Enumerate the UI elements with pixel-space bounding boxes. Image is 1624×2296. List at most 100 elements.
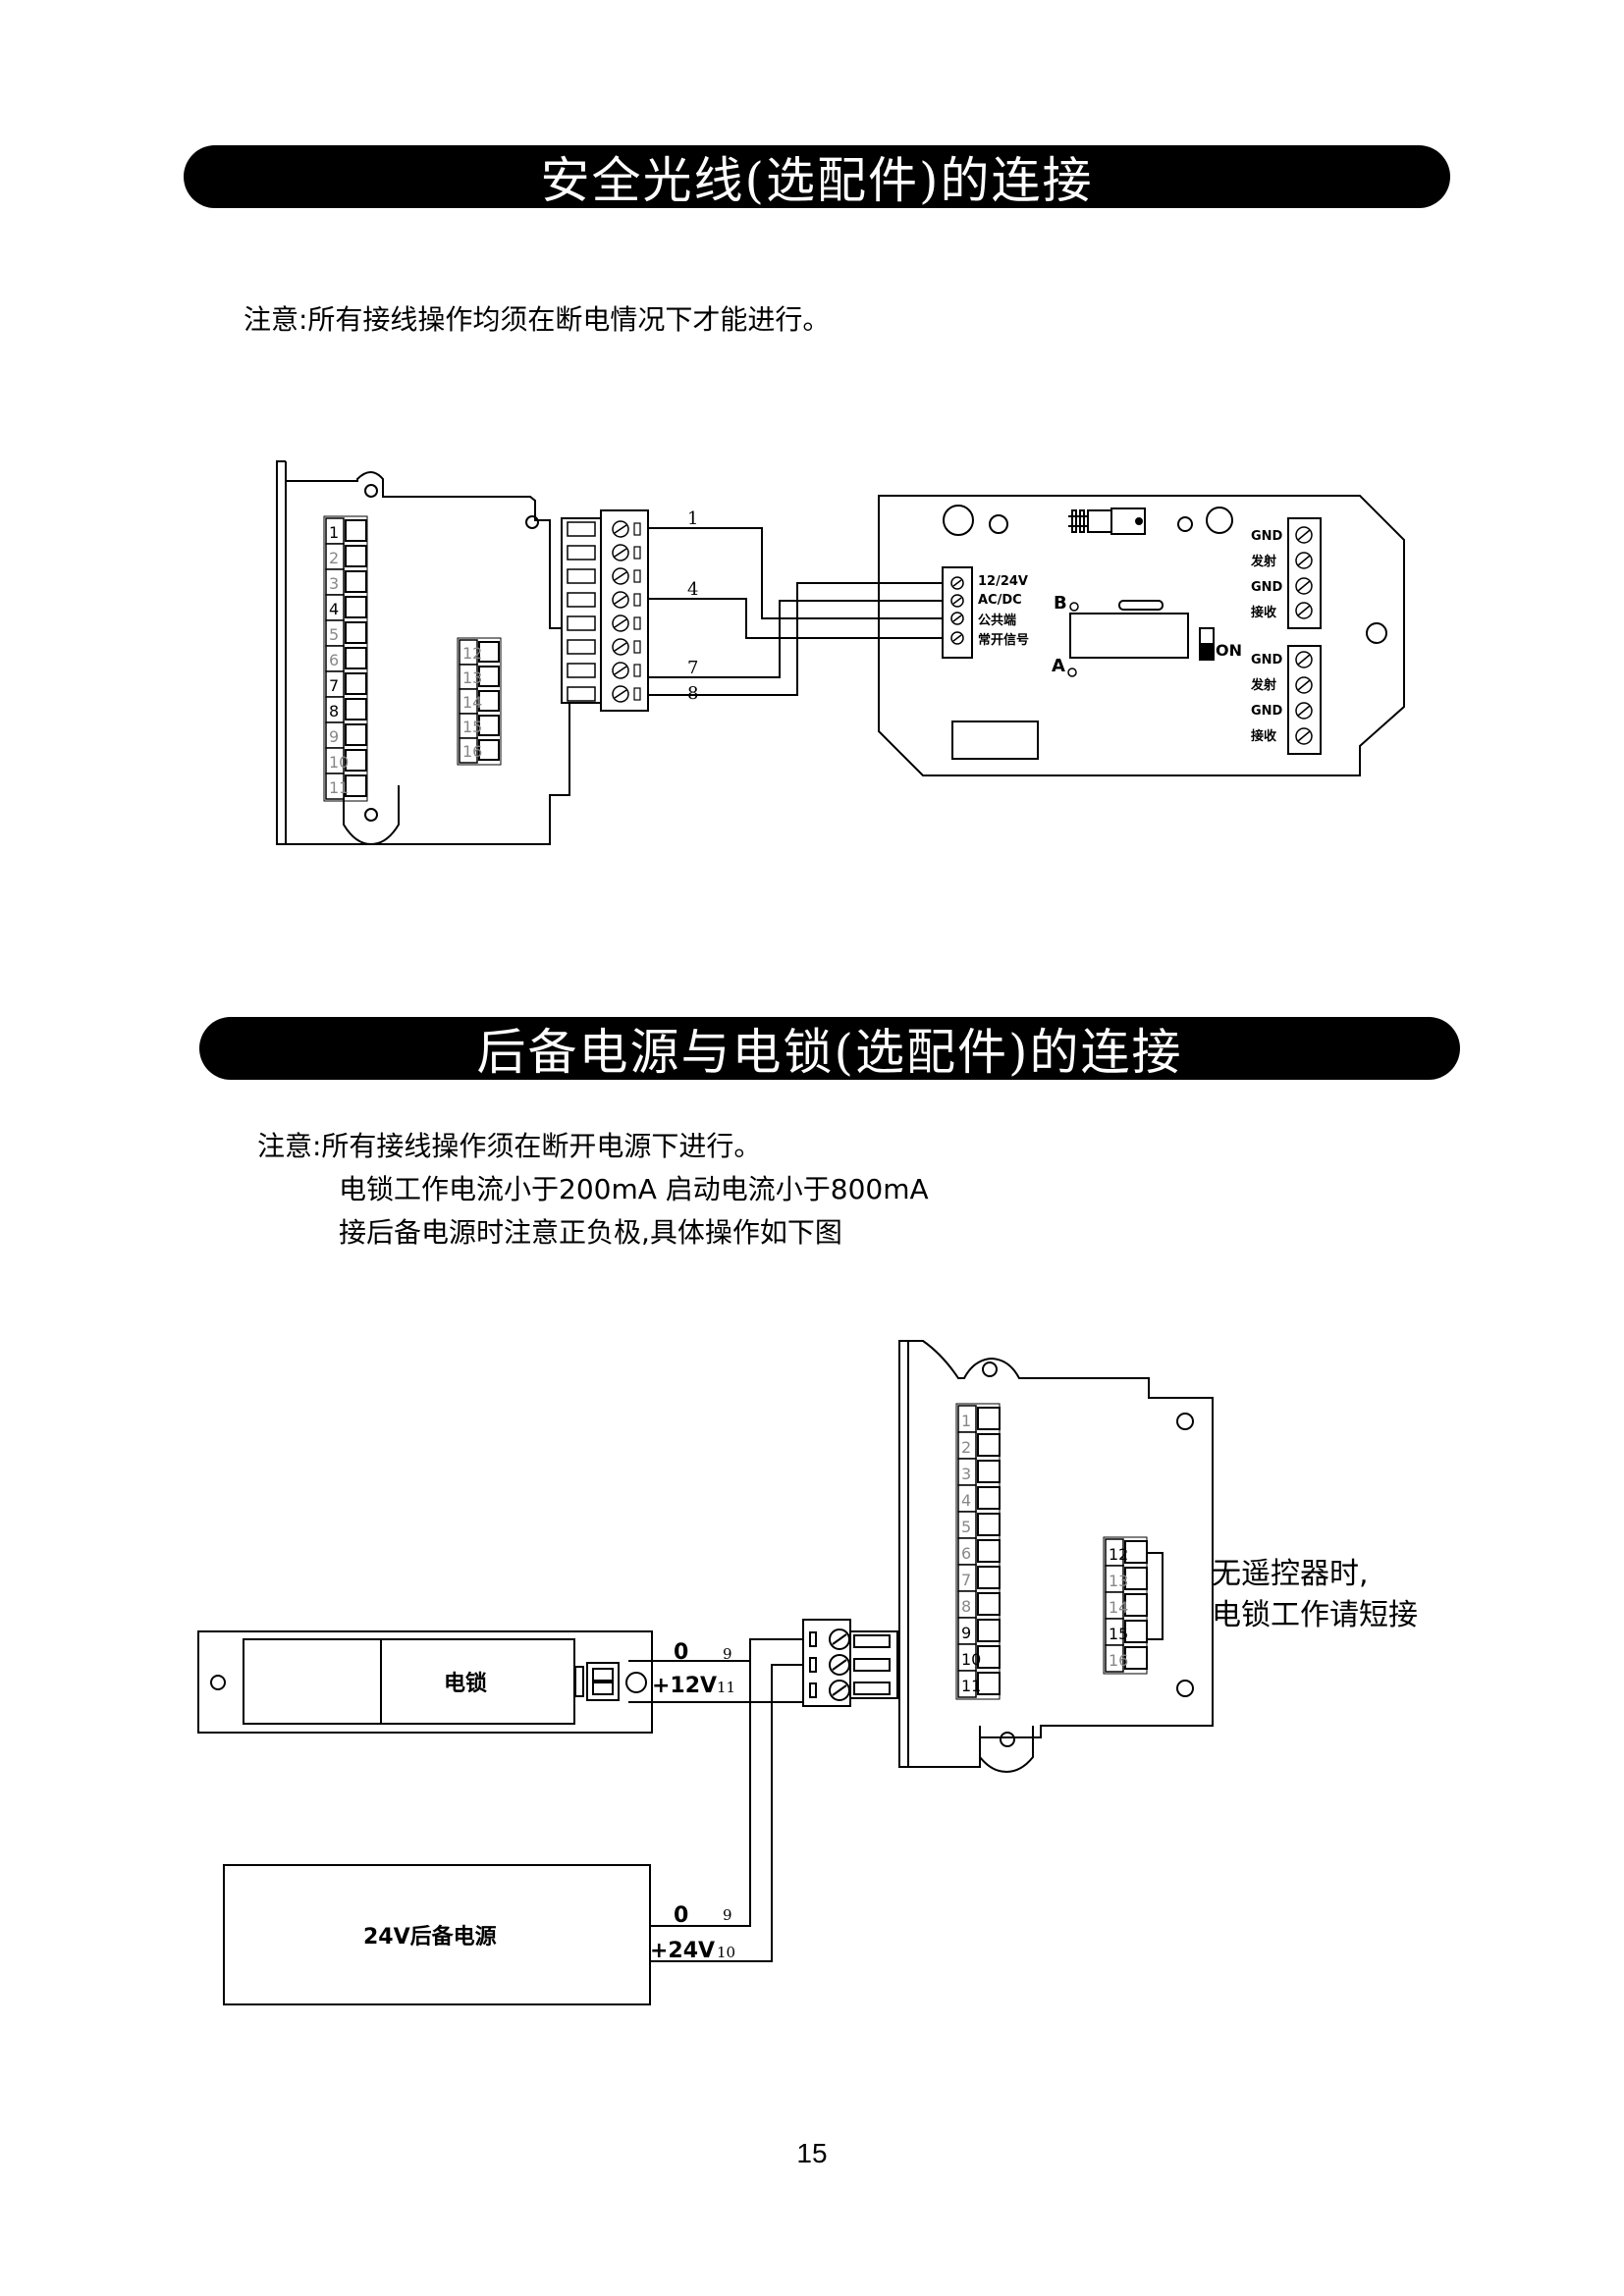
connector-screw-slot — [614, 689, 627, 699]
connector-slot — [567, 615, 596, 631]
wire-label-4: 4 — [687, 579, 698, 600]
d1-right-terminal-pin — [478, 690, 500, 712]
input-label-acdc: AC/DC — [978, 593, 1022, 608]
d1-left-terminal-pin — [345, 570, 367, 593]
connector-pin — [633, 546, 641, 560]
input-label-no-signal: 常开信号 — [978, 632, 1029, 648]
d1-left-terminal-label: 8 — [329, 702, 339, 721]
short-circuit-note-line1: 无遥控器时, — [1212, 1557, 1369, 1591]
d2-left-terminal-pin — [977, 1460, 1001, 1483]
d2-left-terminal-pin — [977, 1486, 1001, 1510]
connector-pin — [633, 593, 641, 607]
connector-screw-slot — [614, 618, 627, 628]
backup-wire-0-number: 9 — [723, 1906, 732, 1924]
d2-right-terminal-label: 15 — [1109, 1625, 1128, 1643]
screw-terminal — [1295, 702, 1313, 720]
d2-right-terminal-label: 16 — [1109, 1651, 1128, 1670]
connector-slot — [567, 521, 596, 537]
lock-wire-12v-label: +12V — [652, 1674, 717, 1698]
connector-screw — [612, 591, 629, 609]
connector-slot — [567, 663, 596, 678]
d2-left-terminal-pin — [977, 1619, 1001, 1642]
short-circuit-note-line2: 电锁工作请短接 — [1212, 1598, 1418, 1632]
connector-screw-slot — [614, 524, 627, 534]
screw-terminal-slot — [952, 597, 962, 605]
electric-lock — [197, 1630, 653, 1734]
d1-left-terminal-pin — [345, 621, 367, 644]
d1-left-terminal-label: 1 — [329, 523, 339, 542]
backup-wire-0-label: 0 — [674, 1903, 688, 1928]
d2-left-terminal-label: 1 — [961, 1412, 971, 1430]
d2-right-terminal-frame — [1103, 1536, 1148, 1675]
connector-pin — [633, 569, 641, 583]
connector-screw — [612, 614, 629, 632]
connector-screw-slot — [614, 595, 627, 605]
connector-slot — [567, 568, 596, 584]
wires-1 — [648, 527, 943, 696]
d1-right-terminal-pin — [478, 739, 500, 761]
wire-connector-1 — [561, 509, 649, 712]
screw-terminal — [950, 594, 964, 608]
lock-wire-0-number: 9 — [723, 1645, 732, 1663]
d1-right-terminal-pin — [478, 641, 500, 663]
d1-left-terminal-pin — [345, 647, 367, 669]
receiver-terminal-label: GND — [1251, 653, 1283, 667]
d1-right-terminal-pin — [478, 666, 500, 687]
d1-left-terminal-box — [325, 773, 345, 800]
backup-power-supply — [223, 1864, 651, 2005]
d2-left-terminal-label: 5 — [961, 1518, 971, 1536]
d1-right-terminal-label: 15 — [462, 718, 482, 736]
wire-label-8: 8 — [687, 683, 698, 704]
d2-right-terminal-label: 12 — [1109, 1545, 1128, 1564]
d2-right-terminal-box — [1105, 1644, 1124, 1673]
connector-screw — [612, 544, 629, 561]
d2-left-terminal-label: 7 — [961, 1571, 971, 1589]
connector-screw — [612, 685, 629, 703]
controller-board-2 — [898, 1340, 1214, 1774]
d1-right-terminal-label: 14 — [462, 693, 482, 712]
d1-left-terminal-label: 4 — [329, 600, 339, 618]
connector-screw — [612, 638, 629, 656]
screw-terminal — [950, 631, 964, 645]
d2-left-terminal-label: 10 — [961, 1650, 981, 1669]
d2-left-terminal-pin — [977, 1513, 1001, 1536]
screw-terminal-slot — [1297, 580, 1311, 592]
backup-note-line1: 注意:所有接线操作须在断开电源下进行。 — [257, 1130, 762, 1162]
receiver-terminal-label: 发射 — [1250, 677, 1276, 693]
lock-wire-12v-number: 11 — [717, 1679, 735, 1696]
wire-label-7: 7 — [687, 658, 698, 678]
d2-left-terminal-label: 4 — [961, 1491, 971, 1510]
backup-note-line3: 接后备电源时注意正负极,具体操作如下图 — [339, 1216, 842, 1249]
d1-right-terminal-box — [459, 737, 478, 764]
wires-2 — [628, 1638, 804, 1962]
screw-terminal — [1295, 727, 1313, 745]
d1-left-terminal-pin — [345, 519, 367, 542]
connector-screw-slot — [614, 642, 627, 652]
screw-terminal-slot — [1297, 605, 1311, 616]
section-title-safety-light-text: 安全光线(选配件)的连接 — [540, 152, 1094, 209]
screw-terminal — [950, 612, 964, 625]
d2-right-terminal-label: 14 — [1109, 1598, 1128, 1617]
screw-terminal-slot — [1297, 679, 1311, 691]
d1-right-terminal-pin — [478, 715, 500, 736]
screw-terminal — [1295, 651, 1313, 668]
d2-left-terminal-pin — [977, 1592, 1001, 1616]
connector-slot — [567, 545, 596, 561]
backup-wire-24v-label: +24V — [650, 1939, 715, 1963]
d1-left-terminal-pin — [345, 672, 367, 695]
d1-right-terminal-frame — [457, 637, 502, 766]
d1-left-terminal-label: 2 — [329, 549, 339, 567]
input-label-power: 12/24V — [978, 574, 1028, 589]
section-title-backup-power: 后备电源与电锁(选配件)的连接 — [199, 1017, 1460, 1081]
d1-left-terminal-label: 6 — [329, 651, 339, 669]
lock-wire-0-label: 0 — [674, 1640, 688, 1665]
electric-lock-label: 电锁 — [444, 1671, 487, 1696]
receiver-terminal-label: 发射 — [1250, 554, 1276, 569]
connector-pin — [633, 616, 641, 630]
screw-terminal — [1295, 602, 1313, 619]
receiver-screw-terminals — [950, 526, 1313, 745]
d2-left-terminal-label: 2 — [961, 1438, 971, 1457]
connector-screw-slot — [614, 666, 627, 675]
connector-slot — [567, 592, 596, 608]
